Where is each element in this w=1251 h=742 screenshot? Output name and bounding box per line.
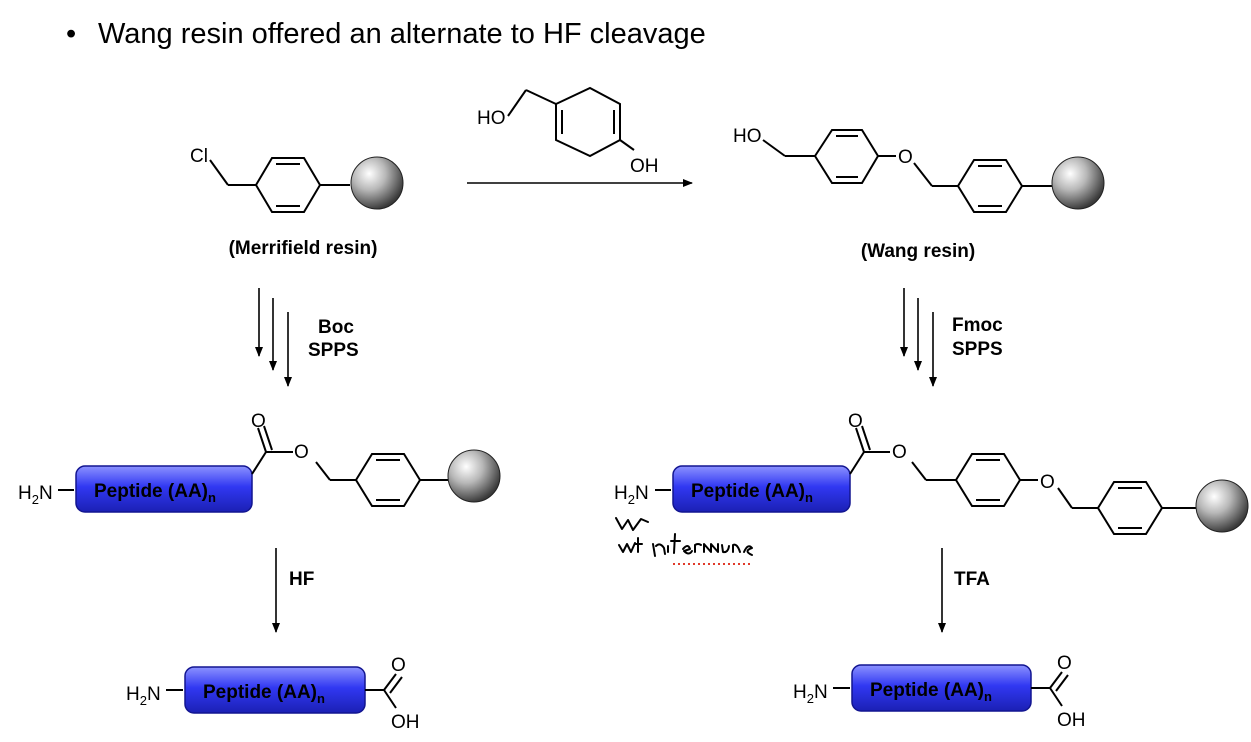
wang-label: (Wang resin) [861, 241, 975, 262]
fmoc-label: Fmoc [952, 315, 1003, 336]
boc-label: Boc [318, 317, 354, 338]
h2n-label: H2N [614, 483, 649, 507]
slide-bullet: • Wang resin offered an alternate to HF c… [66, 18, 706, 51]
fmoc-spps-label: SPPS [952, 339, 1003, 360]
resin-bead-icon [1195, 479, 1249, 533]
merrifield-label: (Merrifield resin) [229, 238, 378, 259]
merrifield-resin-structure: Cl [190, 146, 350, 213]
wang-ho-label: HO [733, 126, 762, 147]
reagent-oh-label: OH [630, 156, 659, 177]
peptide-block [672, 465, 851, 513]
resin-bead-icon [1051, 156, 1105, 210]
slide-bullet-text: Wang resin offered an alternate to HF cl… [98, 18, 706, 50]
acid-carbonyl-oxygen: O [1057, 653, 1072, 674]
tfa-label: TFA [954, 569, 990, 590]
ester-oxygen: O [294, 442, 309, 463]
wang-ether-oxygen: O [898, 147, 913, 168]
wang-resin-structure: HO O [733, 126, 1052, 213]
h2n-label: H2N [793, 682, 828, 706]
h2n-label: H2N [126, 684, 161, 708]
handwritten-annotation [615, 517, 753, 557]
reagent-ho-label: HO [477, 108, 506, 129]
tfa-product-structure: H2N Peptide (AA)n O OH [793, 653, 1086, 731]
peptide-block [75, 465, 253, 513]
acid-oh-label: OH [1057, 710, 1086, 731]
bullet-dot: • [66, 18, 77, 50]
acid-oh-label: OH [391, 712, 420, 733]
wang-ether-oxygen: O [1040, 472, 1055, 493]
carbonyl-oxygen: O [848, 411, 863, 432]
resin-bead-icon [447, 449, 501, 503]
hf-label: HF [289, 569, 314, 590]
peptide-label: Peptide (AA)n [203, 682, 325, 706]
boc-spps-arrows [255, 288, 292, 387]
chlorine-atom: Cl [190, 146, 208, 167]
resin-bead-icon [350, 156, 404, 210]
boc-peptide-resin-structure: H2N Peptide (AA)n O O [18, 411, 448, 513]
peptide-label: Peptide (AA)n [870, 680, 992, 704]
h2n-label: H2N [18, 483, 53, 507]
peptide-label: Peptide (AA)n [691, 481, 813, 505]
carbonyl-oxygen: O [251, 411, 266, 432]
hf-product-structure: H2N Peptide (AA)n O OH [126, 655, 420, 733]
fmoc-spps-arrows [900, 288, 937, 387]
peptide-label: Peptide (AA)n [94, 481, 216, 505]
fmoc-peptide-resin-structure: H2N Peptide (AA)n O O O [614, 411, 1196, 535]
ester-oxygen: O [892, 442, 907, 463]
boc-spps-label: SPPS [308, 340, 359, 361]
acid-carbonyl-oxygen: O [391, 655, 406, 676]
reagent-structure: HO OH [477, 86, 659, 177]
